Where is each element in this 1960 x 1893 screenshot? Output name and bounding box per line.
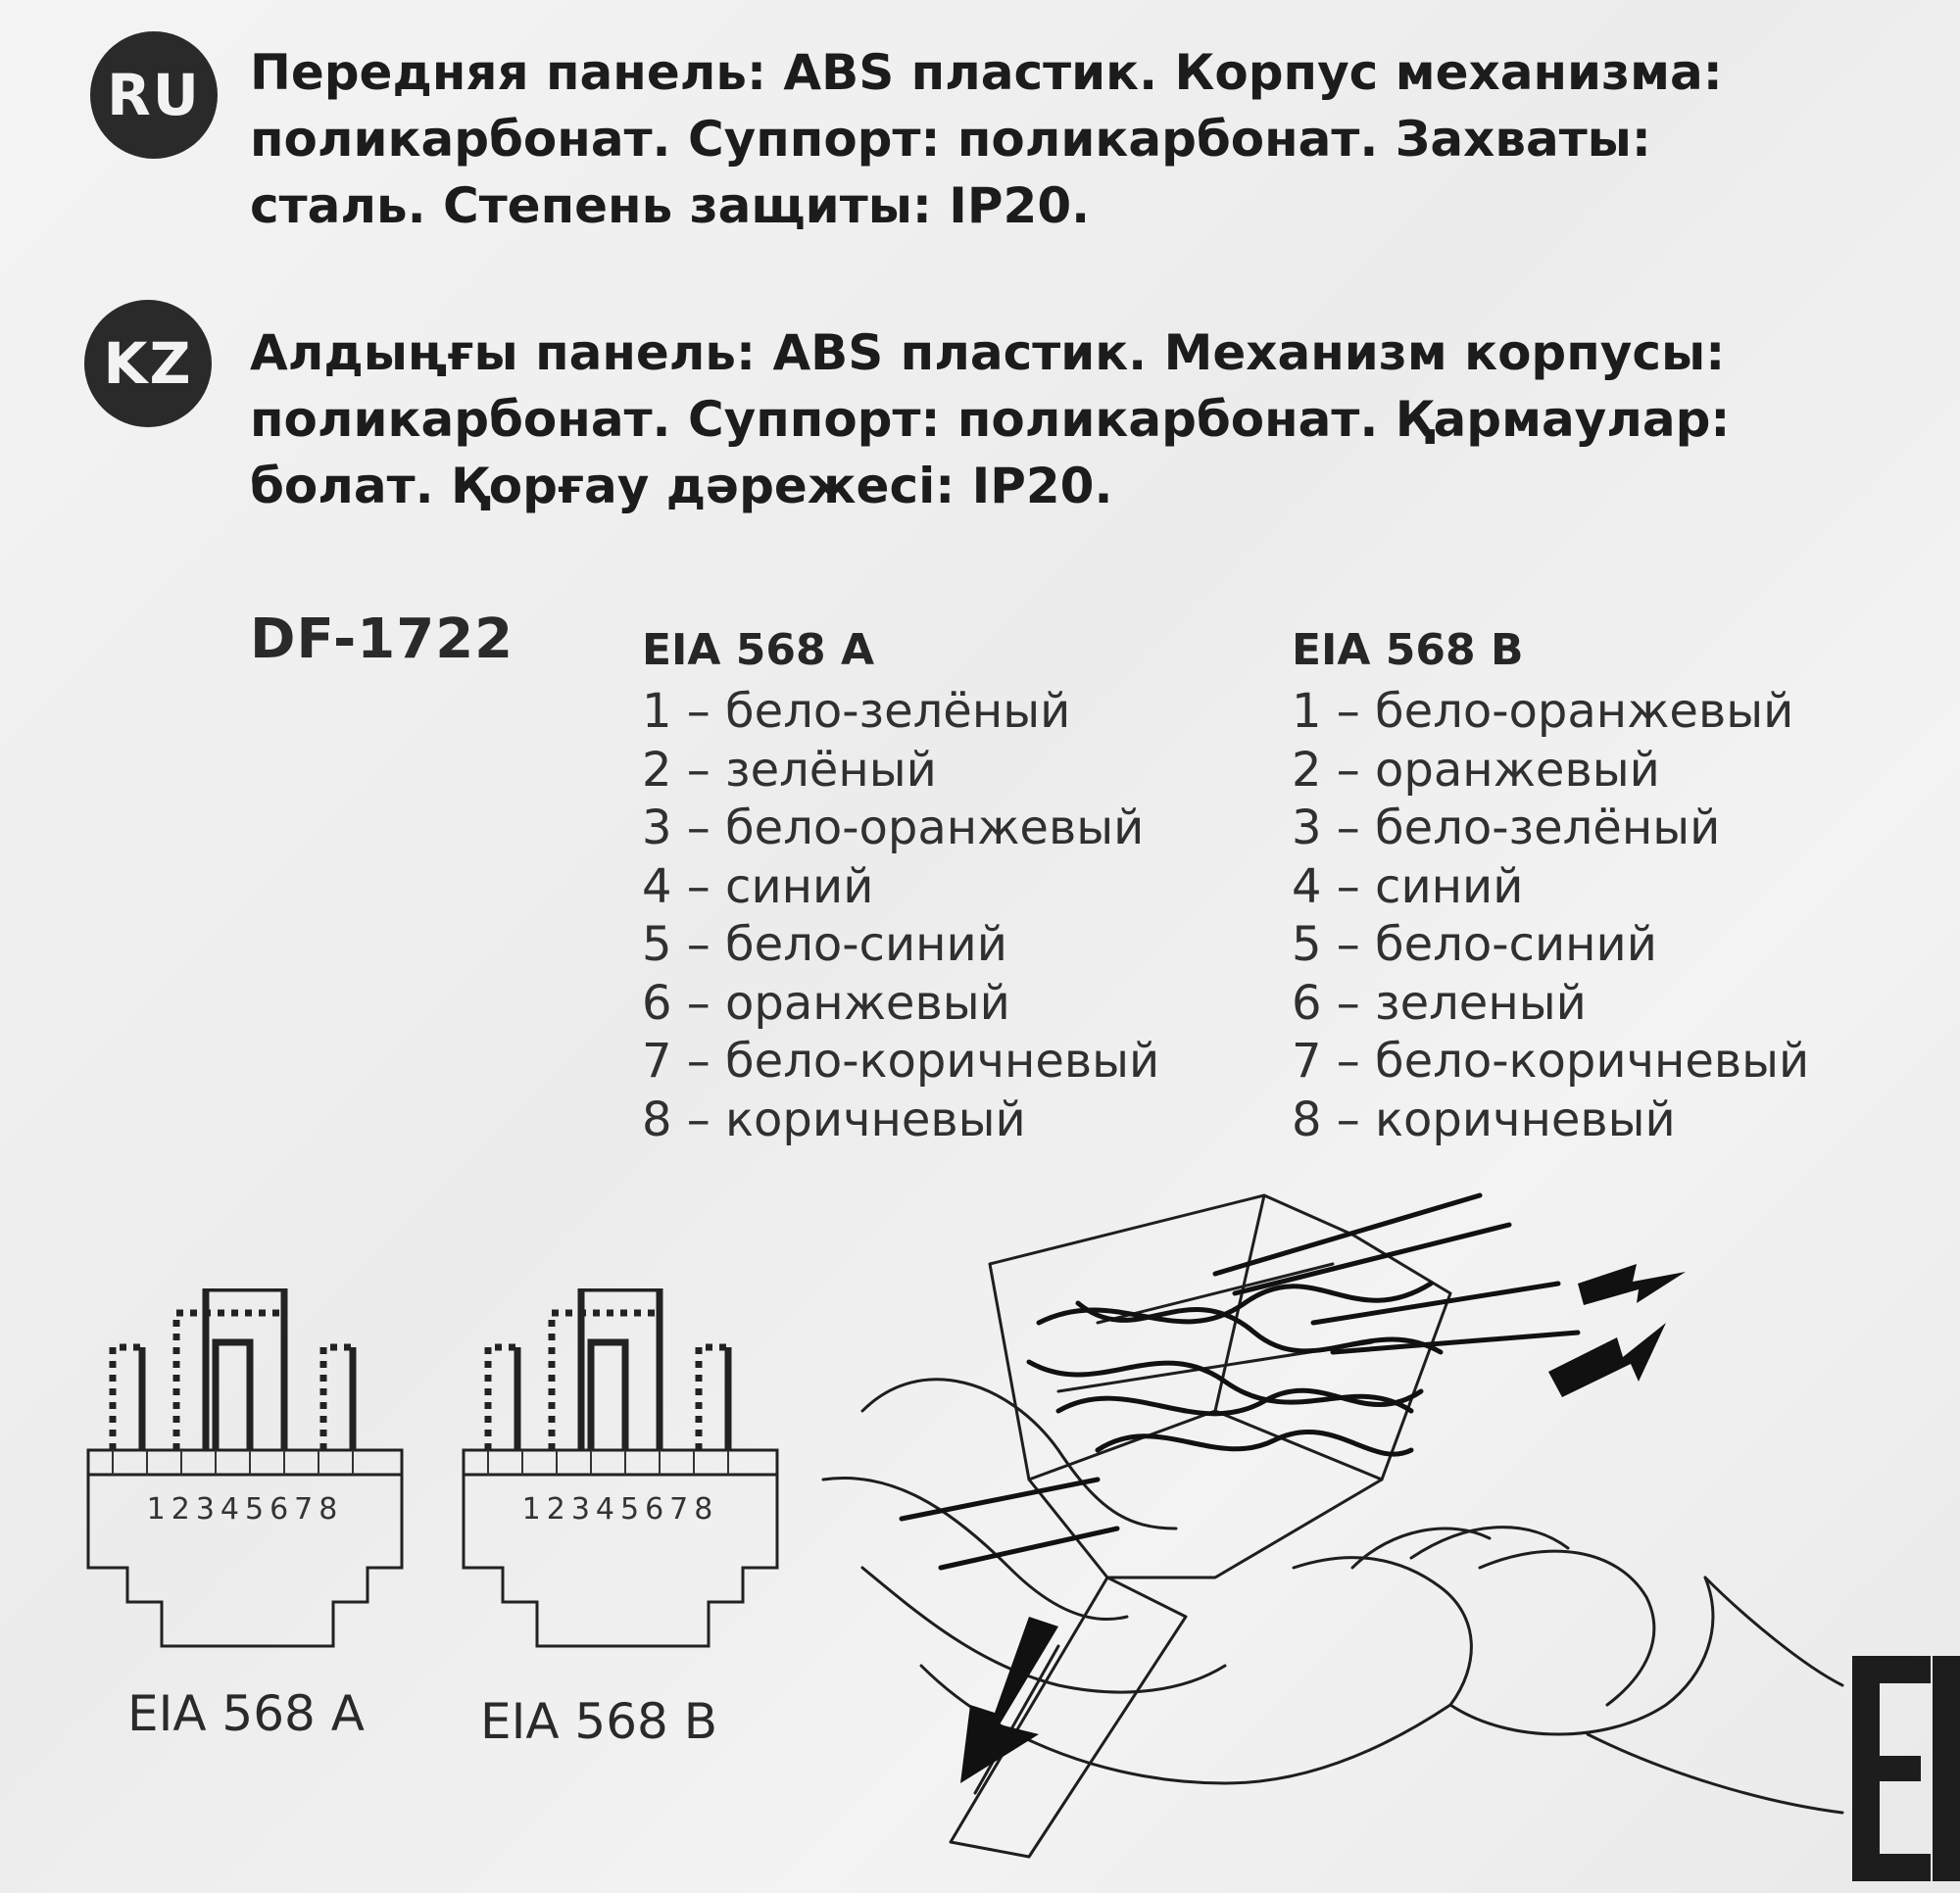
pin-color-item: 5 – бело-синий [1292, 917, 1657, 972]
description-line: сталь. Степень защиты: IP20. [250, 177, 1091, 234]
pin-color-item: 4 – синий [1292, 858, 1524, 914]
language-badge-kz: KZ [84, 300, 212, 427]
description-line: поликарбонат. Суппорт: поликарбонат. Қар… [250, 391, 1731, 448]
jack-caption-568a: EIA 568 A [127, 1685, 365, 1742]
pin-color-item: 6 – оранжевый [642, 975, 1010, 1031]
jack-pin-numbers: 12345678 [147, 1492, 344, 1527]
standard-heading: EIA 568 B [1292, 625, 1524, 675]
pin-color-item: 3 – бело-зелёный [1292, 801, 1721, 855]
certification-mark-logo [1852, 1656, 1960, 1881]
wiring-standard-b: EIA 568 B 1 – бело-оранжевый 2 – оранжев… [1292, 625, 1809, 1149]
jack-diagram-568b: 12345678 [462, 1288, 779, 1648]
jack-pin-numbers: 12345678 [522, 1492, 719, 1527]
wiring-standard-a: EIA 568 A 1 – бело-зелёный 2 – зелёный 3… [642, 625, 1159, 1149]
pin-color-list: 1 – бело-оранжевый 2 – оранжевый 3 – бел… [1292, 683, 1809, 1149]
model-code: DF-1722 [250, 607, 514, 671]
description-line: болат. Қорғау дәрежесі: IP20. [250, 458, 1113, 514]
pin-color-item: 2 – оранжевый [1292, 742, 1660, 798]
pin-color-item: 7 – бело-коричневый [642, 1034, 1160, 1089]
pin-color-item: 3 – бело-оранжевый [642, 801, 1145, 855]
description-line: Алдыңғы панель: ABS пластик. Механизм ко… [250, 324, 1726, 381]
pin-color-item: 8 – коричневый [642, 1092, 1026, 1147]
description-ru: Передняя панель: ABS пластик. Корпус мех… [250, 39, 1896, 239]
standard-heading: EIA 568 A [642, 625, 875, 675]
pin-color-item: 1 – бело-оранжевый [1292, 684, 1794, 739]
pin-color-item: 8 – коричневый [1292, 1092, 1676, 1147]
pin-color-item: 6 – зеленый [1292, 975, 1587, 1031]
pin-color-item: 5 – бело-синий [642, 917, 1007, 972]
pin-color-item: 2 – зелёный [642, 742, 937, 798]
jack-diagram-568a: 12345678 [86, 1288, 404, 1648]
description-kz: Алдыңғы панель: ABS пластик. Механизм ко… [250, 319, 1896, 519]
description-line: поликарбонат. Суппорт: поликарбонат. Зах… [250, 111, 1651, 168]
language-badge-ru: RU [90, 31, 218, 159]
punch-down-illustration [821, 1192, 1844, 1859]
description-line: Передняя панель: ABS пластик. Корпус мех… [250, 44, 1723, 101]
pin-color-item: 4 – синий [642, 858, 874, 914]
pin-color-item: 1 – бело-зелёный [642, 684, 1071, 739]
pin-color-list: 1 – бело-зелёный 2 – зелёный 3 – бело-ор… [642, 683, 1159, 1149]
pin-color-item: 7 – бело-коричневый [1292, 1034, 1810, 1089]
jack-caption-568b: EIA 568 B [480, 1693, 718, 1750]
